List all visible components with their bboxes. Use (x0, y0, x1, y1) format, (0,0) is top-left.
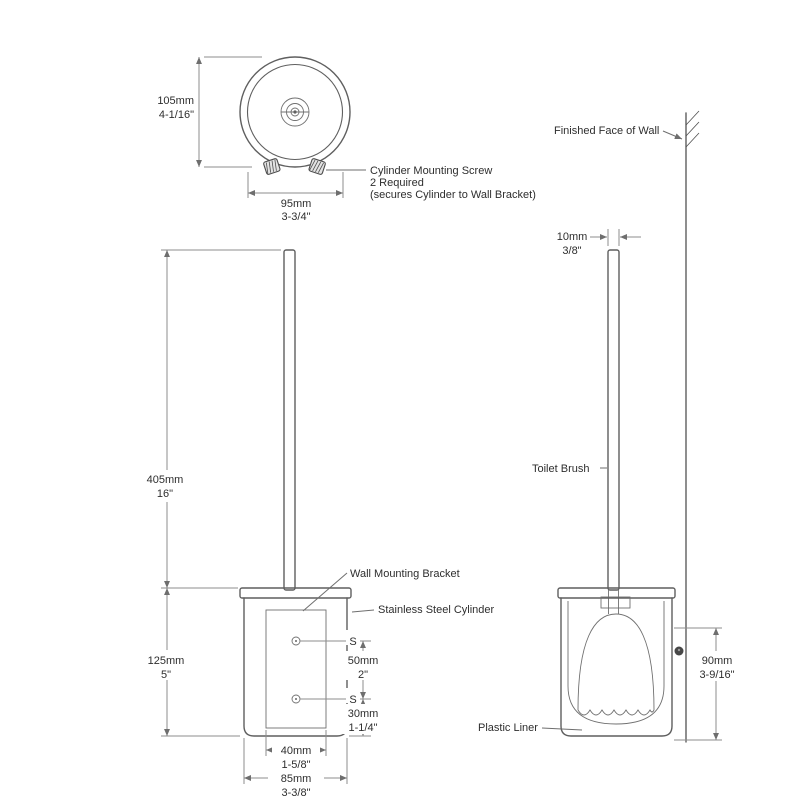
toilet-brush-callout: Toilet Brush (532, 463, 607, 475)
dim-overall-diameter-mm: 105mm (157, 95, 194, 107)
wall-line (685, 110, 700, 743)
dim-bottom-offset-in: 1-1/4" (349, 722, 378, 734)
dim-bottom-offset-mm: 30mm (348, 708, 379, 720)
screw-mark-top: S (349, 636, 356, 648)
screw-mark-bottom: S (349, 694, 356, 706)
dim-cylinder-height-mm: 125mm (148, 655, 185, 667)
toilet-brush-label: Toilet Brush (532, 463, 589, 475)
plastic-liner-outline (567, 601, 665, 725)
dim-liner-depth-in: 3-9/16" (699, 669, 734, 681)
stainless-steel-cylinder-callout: Stainless Steel Cylinder (351, 604, 495, 616)
mounting-screw-right (308, 158, 326, 175)
dim-overall-diameter: 105mm 4-1/16" (157, 56, 262, 168)
dim-handle-diameter-in: 3/8" (562, 245, 581, 257)
dim-overall-height: 405mm 16" (143, 249, 281, 589)
brush-head-outline (577, 613, 655, 711)
top-view: 105mm 4-1/16" 95mm 3-3/4" Cylinder Mount… (157, 56, 536, 223)
dim-bottom-offset: 30mm 1-1/4" (338, 699, 388, 737)
dim-handle-diameter: 10mm 3/8" (557, 229, 641, 257)
cylinder-mounting-screw-label-3: (secures Cylinder to Wall Bracket) (370, 189, 536, 201)
front-view: Wall Mounting Bracket Stainless Steel Cy… (143, 249, 495, 799)
dim-bracket-width: 40mm 1-5/8" (265, 730, 327, 771)
dim-overall-height-in: 16" (157, 488, 173, 500)
cylinder-body-front (243, 597, 348, 737)
dim-overall-height-mm: 405mm (147, 474, 184, 486)
dim-cylinder-diameter-mm: 95mm (281, 198, 312, 210)
cylinder-inner-circle (246, 63, 344, 161)
dim-liner-depth: 90mm 3-9/16" (674, 627, 741, 741)
finished-face-callout: Finished Face of Wall (554, 125, 683, 140)
dim-overall-diameter-in: 4-1/16" (159, 109, 194, 121)
dim-screw-spacing-in: 2" (358, 669, 368, 681)
dim-cylinder-width-in: 3-3/8" (282, 787, 311, 799)
dim-cylinder-width-mm: 85mm (281, 773, 312, 785)
dim-screw-spacing: 50mm 2" (341, 641, 385, 699)
side-view: Finished Face of Wall 10mm 3/8" Toilet B… (478, 110, 741, 743)
stainless-steel-cylinder-label: Stainless Steel Cylinder (378, 604, 495, 616)
dim-screw-spacing-mm: 50mm (348, 655, 379, 667)
wall-mounting-bracket-label: Wall Mounting Bracket (350, 568, 460, 580)
wall-screw-highlight (677, 648, 681, 652)
bracket-screw-hole-top-dot (295, 640, 297, 642)
brush-handle-front (283, 249, 296, 591)
mounting-screw-left (263, 158, 281, 175)
cylinder-body-side (560, 597, 673, 737)
brush-handle-side (607, 249, 620, 591)
handle-socket (600, 596, 631, 609)
cylinder-rim-front (239, 587, 352, 599)
dim-cylinder-diameter: 95mm 3-3/4" (247, 172, 344, 223)
wall-bracket-outline (265, 609, 327, 729)
wall-mounting-bracket-callout: Wall Mounting Bracket (302, 568, 460, 612)
bracket-screw-hole-bottom-dot (295, 698, 297, 700)
plastic-liner-label: Plastic Liner (478, 722, 538, 734)
brush-bristles (577, 709, 655, 716)
dim-liner-depth-mm: 90mm (702, 655, 733, 667)
dim-bracket-width-mm: 40mm (281, 745, 312, 757)
cylinder-mounting-screw-label-1: Cylinder Mounting Screw (370, 165, 492, 177)
dim-handle-diameter-mm: 10mm (557, 231, 588, 243)
dim-cylinder-height-in: 5" (161, 669, 171, 681)
cylinder-mounting-screw-label-2: 2 Required (370, 177, 424, 189)
cylinder-rim-side (557, 587, 676, 599)
dim-cylinder-height: 125mm 5" (145, 588, 240, 737)
dim-cylinder-width: 85mm 3-3/8" (243, 738, 348, 799)
cylinder-outer-circle (239, 56, 351, 168)
dim-bracket-width-in: 1-5/8" (282, 759, 311, 771)
cylinder-mounting-screw-callout: Cylinder Mounting Screw 2 Required (secu… (326, 165, 536, 201)
dim-cylinder-diameter-in: 3-3/4" (282, 211, 311, 223)
plastic-liner-callout: Plastic Liner (478, 722, 583, 734)
finished-face-of-wall-label: Finished Face of Wall (554, 125, 659, 137)
screw-reference-lines: S S (300, 630, 371, 706)
